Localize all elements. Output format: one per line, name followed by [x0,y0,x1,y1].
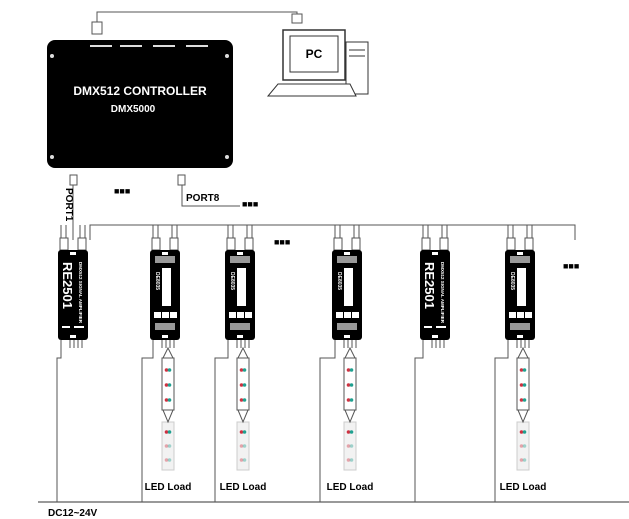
led-icon [164,444,169,448]
amplifier-model: RE2501 [422,262,437,309]
pc-computer: PC [266,13,369,97]
signal-bus [89,224,576,240]
pc-cable [96,11,298,26]
port8-cable [181,185,240,207]
led-icon [346,398,351,402]
led-icon [239,368,244,372]
led-icon [239,430,244,434]
decoder-model: DE8035 [509,272,515,290]
led-icon [239,458,244,462]
led-icon [519,458,524,462]
controller-title: DMX512 CONTROLLER [73,84,207,98]
led-icon [164,368,169,372]
led-icon [519,430,524,434]
led-load-label: LED Load [145,482,192,493]
led-icon [519,398,524,402]
led-icon [346,458,351,462]
amplifier-subtitle: DMX512 SIGNAL AMPLIFIER [78,262,83,324]
led-icon [164,430,169,434]
decoder-model: DE8035 [229,272,235,290]
led-strip [161,346,175,471]
ellipsis-devices: ■■■ [274,237,290,247]
led-strip [343,346,357,471]
led-load-label: LED Load [220,482,267,493]
amplifier-subtitle: DMX512 SIGNAL AMPLIFIER [440,262,445,324]
led-strip [516,346,530,471]
led-icon [239,444,244,448]
wires [38,11,629,503]
led-icon [239,398,244,402]
port8-label: PORT8 [186,193,220,204]
pc-label: PC [306,47,323,61]
led-strip [236,346,250,471]
led-icon [164,458,169,462]
led-icon [346,430,351,434]
led-icon [239,383,244,387]
power-label: DC12~24V [48,508,98,519]
led-icon [346,444,351,448]
ellipsis-port8: ■■■ [242,199,258,209]
port1-label: PORT1 [63,188,74,222]
led-icon [519,368,524,372]
decoder-model: DE8035 [154,272,160,290]
led-icon [346,368,351,372]
led-icon [346,383,351,387]
led-icon [519,444,524,448]
controller-model: DMX5000 [111,104,156,115]
led-icon [164,398,169,402]
led-icon [164,383,169,387]
ellipsis-chain: ■■■ [563,261,579,271]
decoder-model: DE8035 [336,272,342,290]
led-icon [519,383,524,387]
led-load-label: LED Load [500,482,547,493]
amplifier-model: RE2501 [60,262,75,309]
led-load-label: LED Load [327,482,374,493]
ellipsis-ports: ■■■ [114,186,130,196]
dmx-controller: DMX512 CONTROLLER DMX5000 [47,21,233,186]
